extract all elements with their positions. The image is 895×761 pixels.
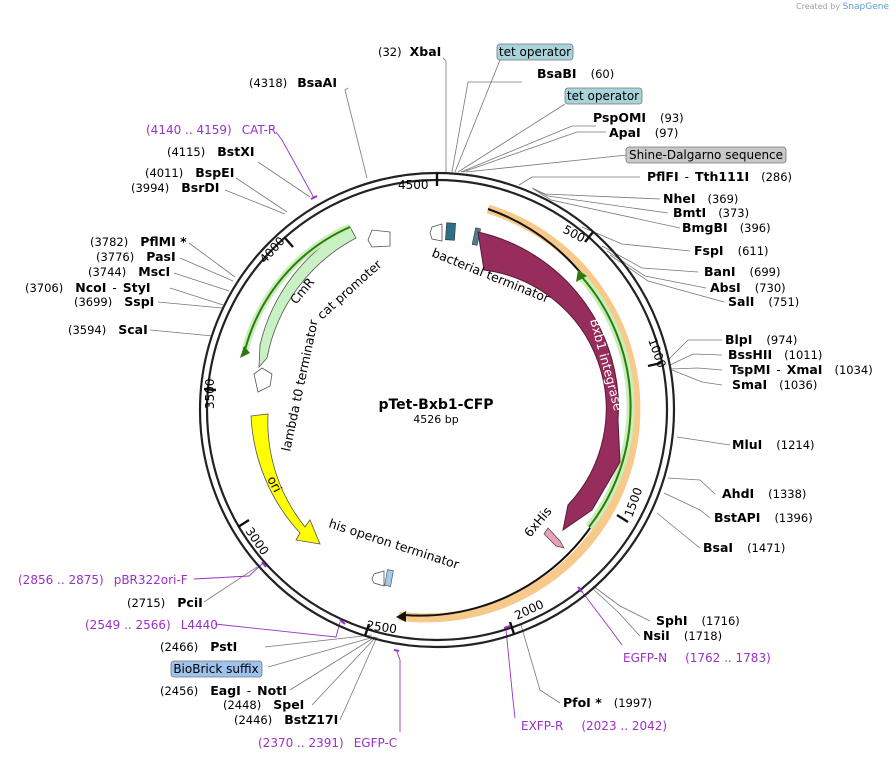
lambda-arrow (253, 367, 273, 393)
enzyme-nsii: NsiI(1718) (643, 628, 722, 643)
enzyme-pfoi: PfoI *(1997) (563, 695, 652, 710)
cat-promoter-label: cat promoter (314, 256, 385, 322)
primer-l4440: (2549 .. 2566)L4440 (85, 618, 218, 632)
orange-highlight-arc (398, 204, 641, 623)
tet-operator-2: tet operator (564, 87, 643, 105)
primer-egfp-c: (2370 .. 2391)EGFP-C (258, 736, 397, 750)
enzyme-bmti: BmtI(373) (673, 205, 749, 220)
enzyme-fspi: FspI(611) (694, 243, 769, 258)
bxb1-integrase-arrow (477, 231, 621, 532)
primer-egfp-n: EGFP-N(1762 .. 1783) (623, 651, 771, 665)
enzyme-pflmi: (3782)PflMI * (90, 234, 187, 249)
primer-pbr322ori-f: (2856 .. 2875)pBR322ori-F (18, 573, 188, 587)
green-arc-left (244, 226, 351, 351)
primer-labels: (4140 .. 4159)CAT-R EGFP-N(1762 .. 1783)… (18, 123, 771, 750)
svg-text:BioBrick suffix: BioBrick suffix (173, 662, 258, 676)
plasmid-name: pTet-Bxb1-CFP (378, 397, 493, 413)
cat-promoter-arrow (367, 229, 391, 248)
tick-4500: 4500 (398, 178, 429, 192)
enzyme-absi: AbsI(730) (710, 280, 786, 295)
sixhis-arrow (543, 527, 565, 549)
svg-text:tet operator: tet operator (567, 89, 639, 103)
snapgene-branding: Created by SnapGene (796, 2, 889, 12)
enzyme-sphi: SphI(1716) (656, 613, 740, 628)
enzyme-nhei: NheI(369) (663, 191, 738, 206)
enzyme-bmgbi: BmgBI(396) (682, 220, 771, 235)
biobrick-suffix-box: BioBrick suffix (170, 660, 263, 678)
enzyme-mlui: MluI(1214) (732, 437, 815, 452)
enzyme-ahdi: AhdI(1338) (722, 486, 806, 501)
enzyme-pasi: (3776)PasI (96, 249, 176, 264)
tick-2500: 2500 (366, 618, 398, 636)
tick-3500: 3500 (203, 378, 217, 409)
small-features (429, 222, 481, 246)
tet-operator-1: tet operator (496, 43, 574, 61)
enzyme-pflfi: PflFI-Tth111I(286) (647, 169, 792, 184)
enzyme-eagi: (2456)EagI-NotI (160, 683, 287, 698)
enzyme-bstxi: (4115)BstXI (167, 144, 254, 159)
his-term-label: his operon terminator (327, 516, 462, 573)
primer-cat-r: (4140 .. 4159)CAT-R (146, 123, 276, 137)
enzyme-bsabi: BsaBI(60) (537, 66, 614, 81)
enzyme-ncoi: (3706)NcoI-StyI (25, 280, 151, 295)
enzyme-pcii: (2715)PciI (127, 595, 203, 610)
shine-dalgarno-box: Shine-Dalgarno sequence (625, 146, 787, 164)
enzyme-msci: (3744)MscI (88, 264, 170, 279)
enzyme-tspmi: TspMI-XmaI(1034) (730, 362, 873, 377)
enzyme-bsai: BsaI(1471) (703, 540, 785, 555)
primer-marks (261, 195, 583, 652)
tick-marks (203, 173, 662, 637)
lambda-label: lambda t0 terminator (278, 318, 321, 453)
tick-500: 500 (561, 222, 588, 245)
enzyme-sspi: (3699)SspI (74, 294, 154, 309)
svg-text:Shine-Dalgarno sequence: Shine-Dalgarno sequence (629, 148, 783, 162)
ori-arrow (250, 413, 321, 545)
enzyme-sali: SalI(751) (728, 294, 799, 309)
enzyme-apai: ApaI(97) (609, 125, 678, 140)
enzyme-labels: (32)XbaI BsaBI(60) PspOMI(93) ApaI(97) P… (378, 44, 873, 710)
enzyme-blpi: BlpI(974) (725, 332, 797, 347)
enzyme-labels-left: (4318)BsaAI (4115)BstXI (4011)BspEI (399… (25, 75, 338, 727)
enzyme-xbai: (32)XbaI (378, 44, 441, 59)
enzyme-bsrdi: (3994)BsrDI (131, 180, 219, 195)
enzyme-smai: SmaI(1036) (732, 377, 817, 392)
enzyme-spei: (2448)SpeI (223, 697, 304, 712)
enzyme-bsaai: (4318)BsaAI (249, 75, 337, 90)
primer-exfp-r: EXFP-R(2023 .. 2042) (521, 719, 667, 733)
enzyme-bani: BanI(699) (704, 264, 780, 279)
enzyme-psti: (2466)PstI (160, 639, 237, 654)
enzyme-psp-omi: PspOMI(93) (593, 110, 684, 125)
enzyme-bstz17i: (2446)BstZ17I (234, 712, 338, 727)
his-term-arrow (371, 570, 385, 587)
cmr-arrow (258, 226, 357, 369)
enzyme-scai: (3594)ScaI (68, 322, 148, 337)
enzyme-bspei: (4011)BspEI (145, 165, 234, 180)
ori-label: ori (264, 473, 285, 494)
plasmid-length: 4526 bp (413, 413, 458, 426)
enzyme-bsshii: BssHII(1011) (728, 347, 822, 362)
enzyme-bstapi: BstAPI(1396) (714, 510, 813, 525)
svg-text:tet operator: tet operator (499, 45, 571, 59)
